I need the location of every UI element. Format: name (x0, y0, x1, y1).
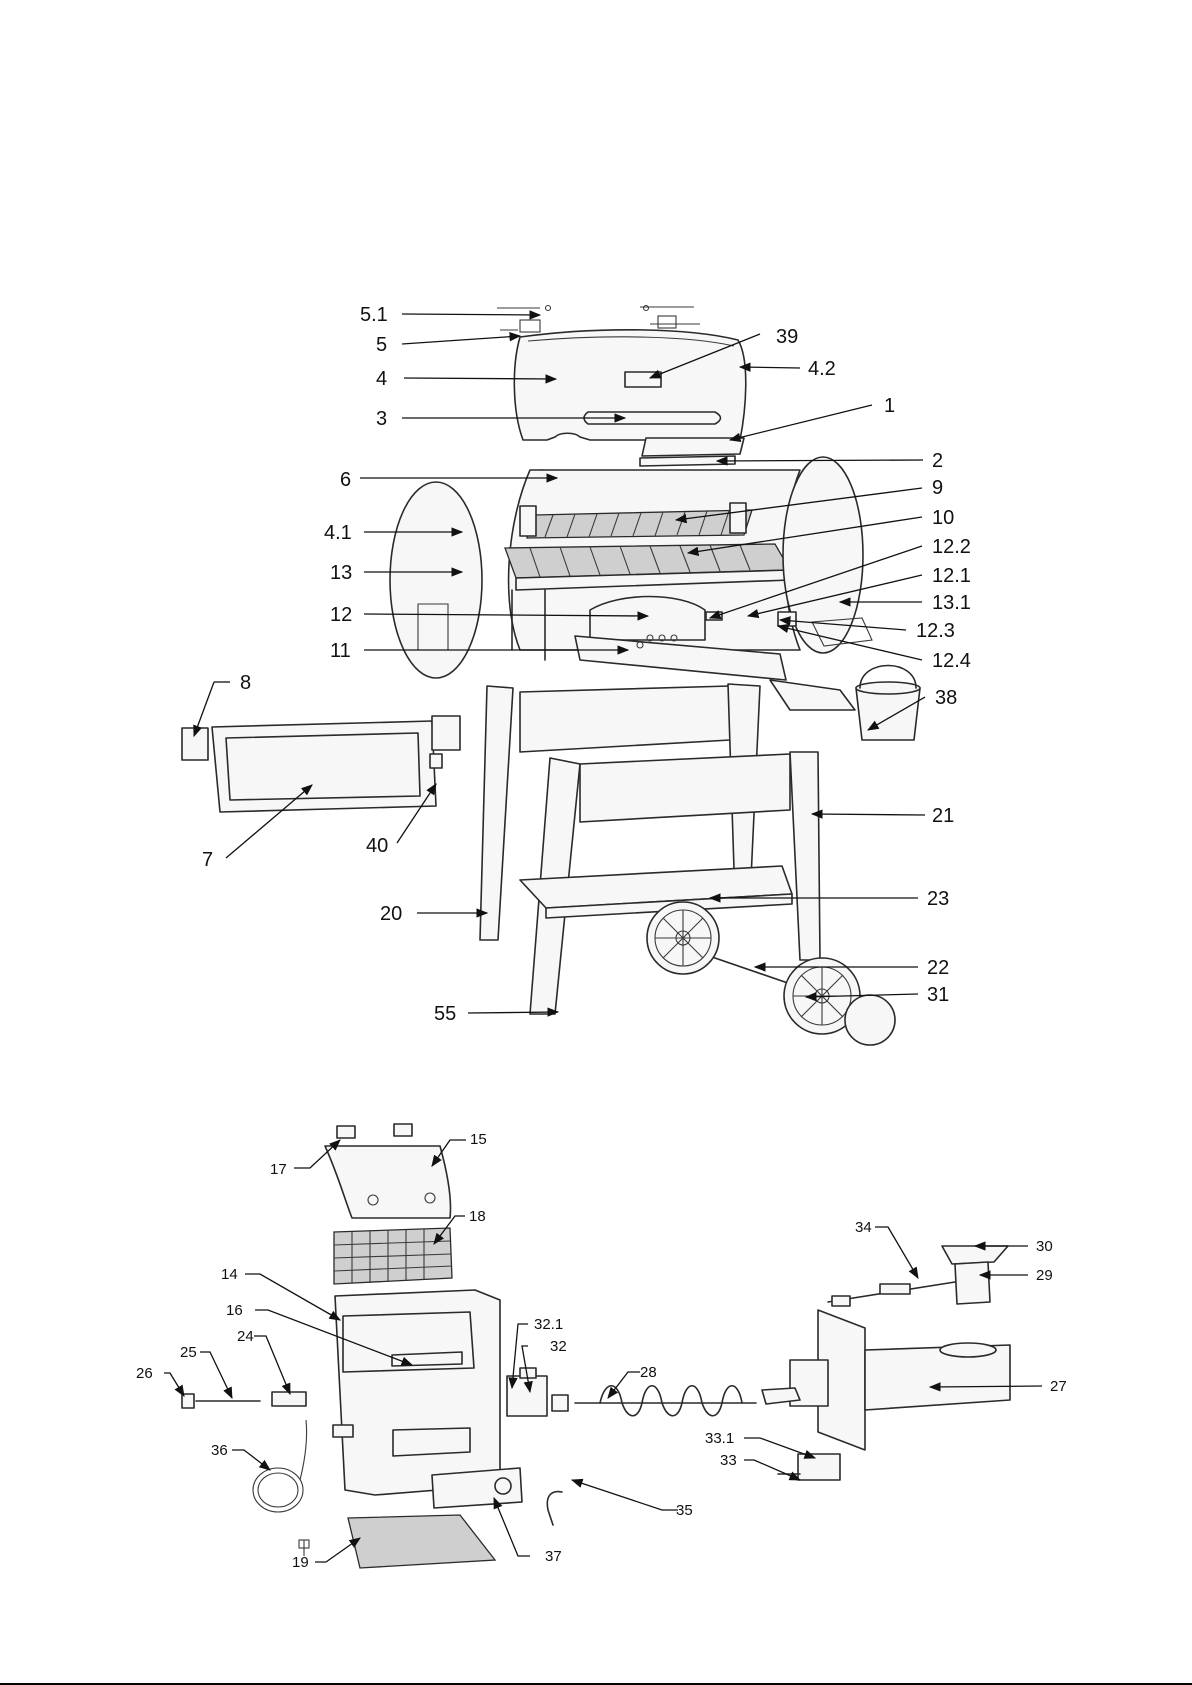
callout-label: 21 (932, 805, 954, 827)
callout-label: 12.1 (932, 565, 971, 587)
cleaning-hook (547, 1492, 562, 1525)
callout-label: 20 (380, 903, 402, 925)
callout-label: 19 (292, 1554, 309, 1571)
callout-label: 15 (470, 1131, 487, 1148)
bottom-vent (348, 1515, 495, 1568)
callout-label: 32.1 (534, 1316, 563, 1333)
auger-tube-assembly (762, 1310, 1010, 1450)
callout-label: 24 (237, 1328, 254, 1345)
callout-label: 55 (434, 1003, 456, 1025)
auger (575, 1386, 756, 1416)
callout-label: 3 (376, 408, 387, 430)
callout-label: 5 (376, 334, 387, 356)
callout-label: 2 (932, 450, 943, 472)
callout-label: 14 (221, 1266, 238, 1283)
callout-label: 6 (340, 469, 351, 491)
hopper-exploded-view (182, 1124, 1010, 1568)
lid-cover-plate (642, 438, 744, 456)
callout-label: 5.1 (360, 304, 388, 326)
left-end-cap (390, 482, 482, 678)
callout-label: 38 (935, 687, 957, 709)
callout-label: 36 (211, 1442, 228, 1459)
callout-label: 40 (366, 835, 388, 857)
callout-label: 18 (469, 1208, 486, 1225)
callout-label: 34 (855, 1219, 872, 1236)
callout-label: 1 (884, 395, 895, 417)
lid-hinge-hardware (497, 306, 700, 333)
callout-label: 35 (676, 1502, 693, 1519)
grill-exploded-view (182, 306, 920, 1046)
callout-label: 32 (550, 1338, 567, 1355)
callout-label: 22 (927, 957, 949, 979)
callout-label: 7 (202, 849, 213, 871)
callout-label: 17 (270, 1161, 287, 1178)
callout-label: 16 (226, 1302, 243, 1319)
callout-label: 23 (927, 888, 949, 910)
callout-label: 4.2 (808, 358, 836, 380)
callout-label: 27 (1050, 1378, 1067, 1395)
callout-label: 33 (720, 1452, 737, 1469)
cart-stand (480, 684, 820, 1014)
callout-label: 30 (1036, 1238, 1053, 1255)
callout-label: 12.3 (916, 620, 955, 642)
callout-label: 12 (330, 604, 352, 626)
heat-baffle (590, 597, 705, 641)
callout-label: 9 (932, 477, 943, 499)
callout-label: 4.1 (324, 522, 352, 544)
callout-label: 12.2 (932, 536, 971, 558)
power-cord (253, 1420, 309, 1556)
callout-label: 12.4 (932, 650, 971, 672)
callout-label: 39 (776, 326, 798, 348)
callout-label: 37 (545, 1548, 562, 1565)
logo-badge (625, 372, 661, 387)
callout-label: 28 (640, 1364, 657, 1381)
callout-label: 11 (330, 640, 351, 662)
callout-label: 33.1 (705, 1430, 734, 1447)
callout-label: 26 (136, 1365, 153, 1382)
callout-label: 25 (180, 1344, 197, 1361)
callout-label: 13.1 (932, 592, 971, 614)
side-shelf (182, 716, 460, 812)
wheel-rear (647, 902, 719, 974)
callout-label: 13 (330, 562, 352, 584)
callout-label: 31 (927, 984, 949, 1006)
callout-label: 4 (376, 368, 387, 390)
callout-label: 29 (1036, 1267, 1053, 1284)
callout-label: 8 (240, 672, 251, 694)
hopper-lid (325, 1146, 451, 1218)
hub-cap (845, 995, 895, 1045)
callout-label: 10 (932, 507, 954, 529)
grease-bucket (856, 666, 920, 741)
